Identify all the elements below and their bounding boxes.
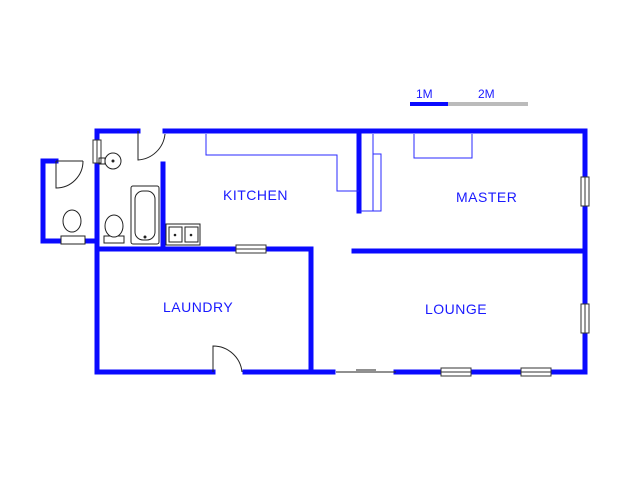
master-builtin xyxy=(413,134,473,159)
room-label-lounge: LOUNGE xyxy=(425,301,487,317)
scale-label-1m: 1M xyxy=(416,87,433,101)
door-wc xyxy=(55,160,84,189)
windows xyxy=(92,139,590,377)
room-label-master: MASTER xyxy=(456,189,517,205)
walls xyxy=(40,128,588,375)
fixtures xyxy=(60,152,201,246)
room-labels: KITCHEN MASTER LAUNDRY LOUNGE xyxy=(163,187,517,317)
cupboard-outline xyxy=(359,134,382,212)
wc-toilet-icon xyxy=(62,209,82,233)
room-label-laundry: LAUNDRY xyxy=(163,299,233,315)
toilet-icon xyxy=(104,214,124,238)
scale-label-2m: 2M xyxy=(478,87,495,101)
kitchen-counter xyxy=(205,134,359,192)
wc-cistern-icon xyxy=(60,235,86,245)
scale-bar: 1M 2M xyxy=(410,87,528,106)
doors xyxy=(55,131,243,373)
built-ins xyxy=(205,134,473,373)
room-label-kitchen: KITCHEN xyxy=(223,187,288,203)
door-kitchen-entry xyxy=(137,131,166,161)
door-laundry xyxy=(212,345,243,373)
tap-icon xyxy=(98,157,106,165)
